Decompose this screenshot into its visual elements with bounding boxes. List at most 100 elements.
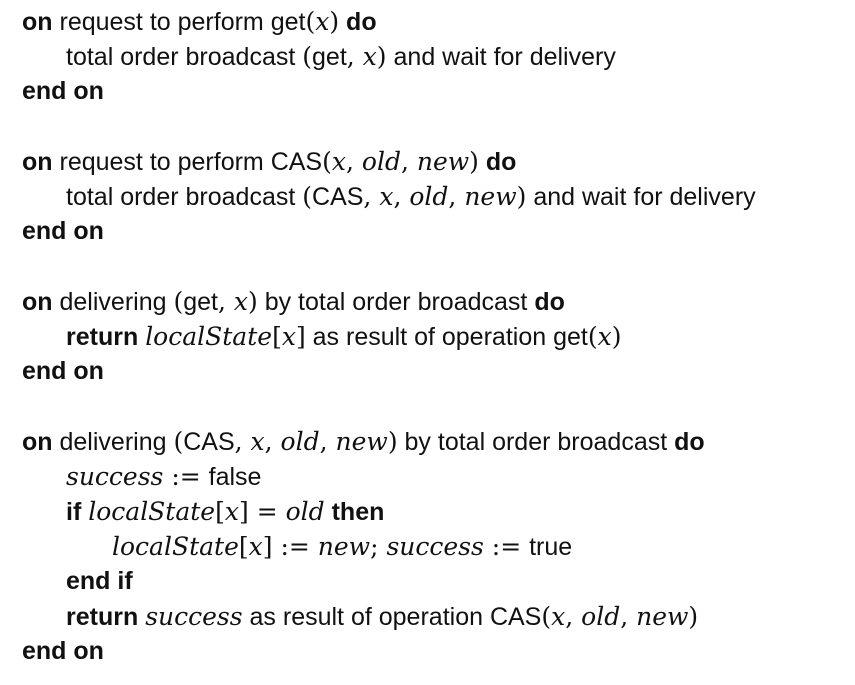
math-var: x: [248, 532, 263, 561]
text: by total order broadcast: [397, 428, 675, 456]
keyword: end on: [22, 77, 104, 105]
math-symbol: ): [387, 427, 398, 456]
keyword: end on: [22, 637, 104, 665]
math-symbol: :=: [163, 462, 209, 491]
keyword: on: [22, 428, 53, 456]
math-symbol: ,: [217, 287, 234, 316]
keyword: end on: [22, 357, 104, 385]
math-var: new: [464, 182, 517, 211]
math-symbol: ,: [448, 182, 465, 211]
text: total order broadcast: [66, 43, 303, 71]
math-symbol: =: [248, 497, 286, 526]
keyword: on: [22, 8, 53, 36]
math-var: old: [280, 427, 320, 456]
math-symbol: ,: [319, 427, 336, 456]
math-symbol: (: [322, 147, 332, 176]
keyword: then: [331, 498, 385, 526]
math-var: success: [386, 532, 484, 561]
math-symbol: ,: [346, 42, 363, 71]
math-symbol: [: [238, 532, 249, 561]
math-symbol: (: [587, 322, 598, 351]
math-symbol: ,: [363, 182, 380, 211]
text: get: [183, 288, 218, 316]
math-var: x: [362, 42, 377, 71]
math-symbol: (: [302, 182, 313, 211]
keyword: if: [66, 498, 82, 526]
math-symbol: (: [305, 7, 316, 36]
text: total order broadcast: [66, 183, 303, 211]
text: delivering: [52, 428, 174, 456]
text: and wait for delivery: [386, 43, 616, 71]
math-var: new: [317, 532, 371, 561]
math-var: new: [636, 602, 689, 631]
code-line-l1: on request to perform get(x) do: [22, 4, 756, 39]
math-var: old: [409, 182, 449, 211]
math-var: new: [416, 147, 470, 176]
blank-line: [22, 109, 756, 144]
math-symbol: (: [173, 427, 184, 456]
text: true: [529, 533, 573, 561]
code-line-l3: end on: [22, 74, 756, 109]
text: delivering: [52, 288, 174, 316]
math-symbol: ,: [565, 602, 582, 631]
math-var: old: [581, 602, 621, 631]
math-symbol: ,: [234, 427, 251, 456]
code-line-l14: end if: [22, 564, 756, 599]
keyword: do: [346, 8, 377, 36]
math-symbol: ;: [370, 532, 387, 561]
code-line-l6: end on: [22, 214, 756, 249]
keyword: end if: [66, 567, 133, 595]
code-line-l7: on delivering (get, x) by total order br…: [22, 284, 756, 319]
text: [479, 148, 486, 176]
code-line-l10: on delivering (CAS, x, old, new) by tota…: [22, 424, 756, 459]
keyword: return: [66, 603, 139, 631]
text: false: [208, 463, 262, 491]
keyword: do: [485, 148, 517, 176]
math-var: old: [285, 497, 325, 526]
math-var: success: [66, 462, 164, 491]
math-symbol: ,: [620, 602, 637, 631]
code-line-l16: end on: [22, 634, 756, 669]
math-var: localState: [145, 322, 273, 351]
code-line-l8: return localState[x] as result of operat…: [22, 319, 756, 354]
math-symbol: (: [302, 42, 313, 71]
math-symbol: (: [541, 602, 552, 631]
math-symbol: ): [329, 7, 340, 36]
math-symbol: (: [173, 287, 184, 316]
math-var: x: [315, 7, 330, 36]
math-var: new: [335, 427, 388, 456]
math-var: success: [145, 602, 243, 631]
keyword: do: [534, 288, 565, 316]
math-var: x: [281, 322, 296, 351]
text: CAS: [183, 428, 235, 456]
math-symbol: ,: [393, 182, 410, 211]
math-var: x: [597, 322, 612, 351]
math-var: localState: [88, 497, 216, 526]
math-symbol: [: [272, 322, 282, 351]
text: as result of operation get: [305, 323, 588, 351]
math-symbol: ]: [238, 497, 249, 526]
keyword: return: [66, 323, 139, 351]
math-var: localState: [112, 532, 239, 561]
code-line-l4: on request to perform CAS(x, old, new) d…: [22, 144, 756, 179]
math-symbol: ): [516, 182, 527, 211]
code-line-l9: end on: [22, 354, 756, 389]
math-symbol: [: [215, 497, 225, 526]
keyword: on: [22, 288, 53, 316]
code-line-l2: total order broadcast (get, x) and wait …: [22, 39, 756, 74]
math-var: x: [250, 427, 265, 456]
text: [325, 498, 332, 526]
math-symbol: ): [469, 147, 479, 176]
math-symbol: ,: [345, 147, 362, 176]
math-symbol: :=: [483, 532, 530, 561]
code-line-l11: success := false: [22, 459, 756, 494]
code-line-l13: localState[x] := new; success := true: [22, 529, 756, 564]
blank-line: [22, 389, 756, 424]
text: request to perform CAS: [52, 148, 323, 176]
text: [339, 8, 346, 36]
math-var: x: [379, 182, 394, 211]
math-symbol: ]: [262, 532, 273, 561]
math-var: x: [224, 497, 239, 526]
math-var: x: [551, 602, 566, 631]
